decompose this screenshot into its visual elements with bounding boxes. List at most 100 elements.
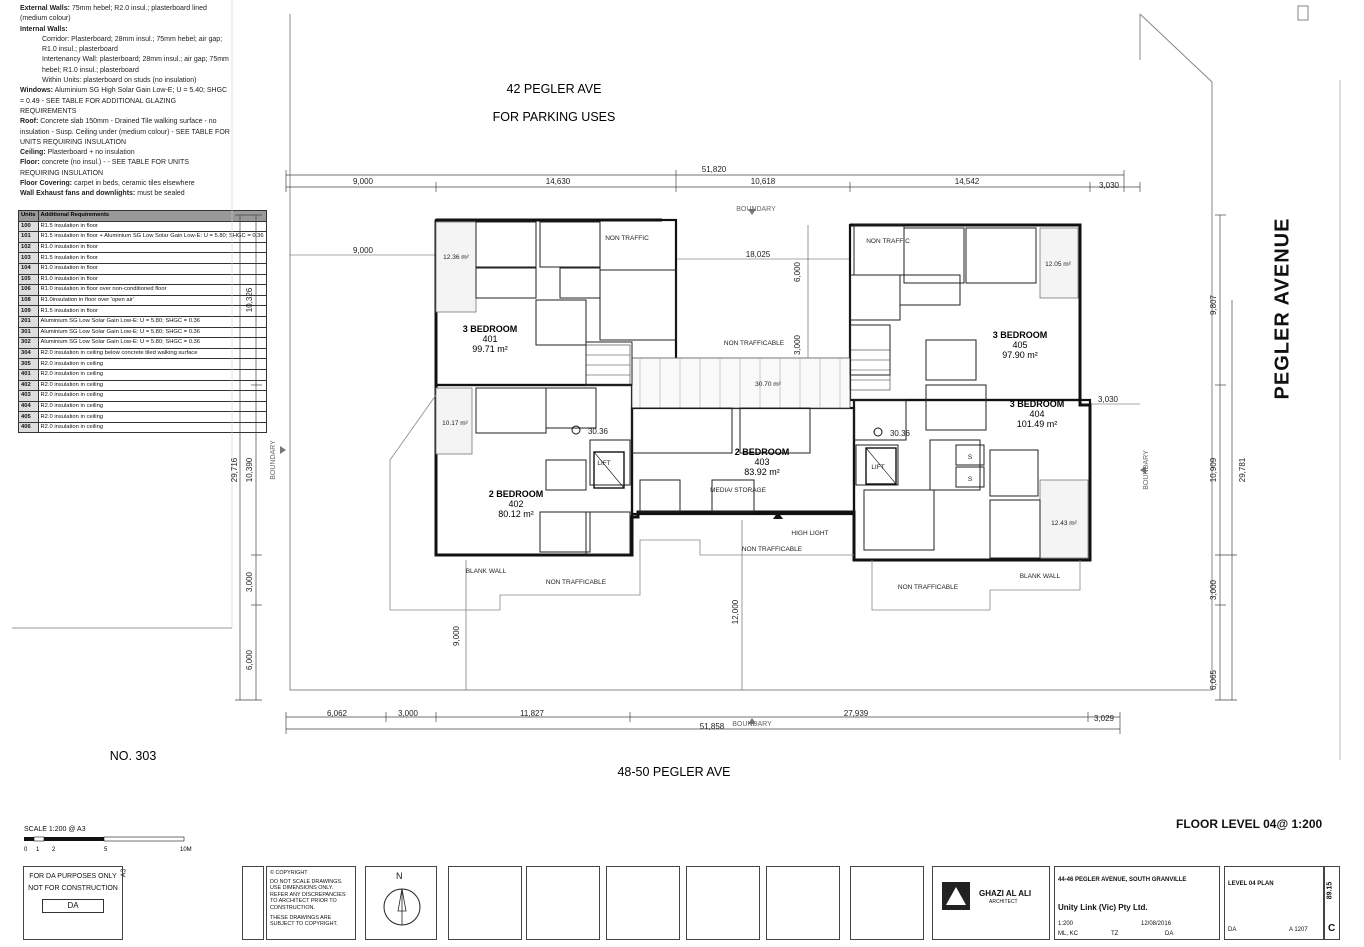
architect-box: GHAZI AL ALI ARCHITECT [932, 866, 1050, 940]
scale-tick: 5 [104, 847, 108, 853]
dim-top-seg: 3,030 [1099, 181, 1120, 190]
architect-logo [942, 882, 970, 910]
lift-shaft [593, 451, 625, 489]
da-stamp: FOR DA PURPOSES ONLY NOT FOR CONSTRUCTIO… [23, 866, 123, 940]
balcony [435, 387, 473, 455]
requirement-cell: R1.5 insulation in floor [37, 305, 267, 317]
boundary-arrow [1140, 466, 1146, 474]
dim-inner: 12,000 [731, 599, 740, 624]
dim-left-seg: 10,390 [245, 457, 254, 482]
west-neighbour-label: NO. 303 [110, 749, 157, 763]
drawing-title: FLOOR LEVEL 04@ 1:200 [1176, 817, 1323, 831]
scale-tick: 2 [52, 847, 56, 853]
dim-left-seg: 6,000 [245, 649, 254, 670]
roof-outline [389, 460, 854, 611]
dim-bottom-seg: 27,939 [844, 709, 869, 718]
stair-s-label: S [968, 476, 973, 483]
boundary-arrow [280, 446, 286, 454]
site-boundary [289, 13, 1213, 691]
dim-inner: 6,000 [793, 261, 802, 282]
north-neighbour-label: 42 PEGLER AVE [507, 82, 602, 96]
north-neighbour-use: FOR PARKING USES [493, 110, 616, 124]
dimension-ticks [285, 170, 1141, 192]
unit-403-area: 83.92 m² [744, 467, 780, 477]
lift-label: LIFT [871, 464, 884, 471]
dim-bottom-seg: 6,062 [327, 709, 348, 718]
consultant-box [606, 866, 680, 940]
revision-strip [242, 866, 264, 940]
stair-s-label: S [968, 454, 973, 461]
dim-right-seg: 6,065 [1209, 669, 1218, 690]
boundary-label: BOUNDARY [270, 440, 277, 480]
dimension-ticks [235, 214, 262, 701]
balcony [435, 221, 477, 313]
balcony-area: 12.43 m² [1051, 520, 1077, 527]
dimension-ticks [285, 712, 1121, 734]
requirement-cell: R2.0 insulation in ceiling [37, 411, 267, 423]
wing-southeast [852, 398, 1092, 562]
requirement-cell: Aluminium SG Low Solar Gain Low-E: U = 5… [37, 315, 267, 328]
unit-405-type: 3 BEDROOM [993, 330, 1048, 340]
dim-inner: 3,000 [793, 334, 802, 355]
requirement-cell: R1.0insulation in floor over 'open air' [37, 294, 267, 307]
non-trafficable-label: NON TRAFFICABLE [898, 584, 959, 591]
revision-box: 89.15 C [1324, 866, 1340, 940]
lift-shaft [865, 447, 897, 485]
requirement-cell: R1.0 insulation in floor [37, 273, 267, 286]
scale-bar: 0 1 2 5 10M [24, 836, 192, 853]
lift-shaft [593, 451, 625, 489]
lift-shaft [865, 447, 897, 485]
unit-405-number: 405 [1012, 340, 1027, 350]
dim-right-total: 29,781 [1238, 457, 1247, 482]
requirement-cell: Aluminium SG Low Solar Gain Low-E: U = 5… [37, 326, 267, 339]
unit-404-type: 3 BEDROOM [1010, 399, 1065, 409]
requirement-cell: Aluminium SG Low Solar Gain Low-E: U = 5… [37, 337, 267, 349]
paper-size: A3 [120, 868, 128, 878]
stair [585, 344, 891, 391]
blank-wall-label: BLANK WALL [466, 568, 507, 575]
wing-centre [630, 406, 856, 516]
scale-label: SCALE 1:200 @ A3 [24, 826, 86, 833]
plan-annotations: NON TRAFFIC NON TRAFFIC NON TRAFFICABLE … [442, 235, 1077, 591]
level-label: 30.36 [588, 427, 609, 436]
non-traffic-label: NON TRAFFIC [866, 238, 910, 245]
consultant-box [766, 866, 840, 940]
dim-top-seg: 10,618 [751, 177, 776, 186]
high-light-arrow [773, 512, 783, 519]
street-name: PEGLER AVENUE [1271, 217, 1294, 400]
boundary-label: BOUNDARY [736, 206, 776, 213]
dim-left-seg: 10,326 [245, 287, 254, 312]
requirement-cell: R2.0 insulation in ceiling below concret… [37, 347, 267, 360]
blank-wall-label: BLANK WALL [1020, 573, 1061, 580]
non-trafficable-label: NON TRAFFICABLE [546, 579, 607, 586]
media-storage-label: MEDIA/ STORAGE [710, 487, 767, 494]
balcony [1039, 227, 1079, 299]
dim-right-seg: 9,807 [1209, 294, 1218, 315]
boundary-label: BOUNDARY [1143, 450, 1150, 490]
non-trafficable-label: NON TRAFFICABLE [724, 340, 785, 347]
dim-right-seg: 3,000 [1209, 579, 1218, 600]
unit-404-area: 101.49 m² [1017, 419, 1058, 429]
unit-403-number: 403 [754, 457, 769, 467]
drawing-info-box: LEVEL 04 PLAN DA A 1207 [1224, 866, 1324, 940]
dim-top-total: 51,820 [702, 165, 727, 174]
requirement-cell: R2.0 insulation in ceiling [37, 400, 267, 413]
dim-top-seg: 9,000 [353, 177, 374, 186]
north-point-box: N [365, 866, 437, 940]
lift-label: LIFT [597, 460, 610, 467]
